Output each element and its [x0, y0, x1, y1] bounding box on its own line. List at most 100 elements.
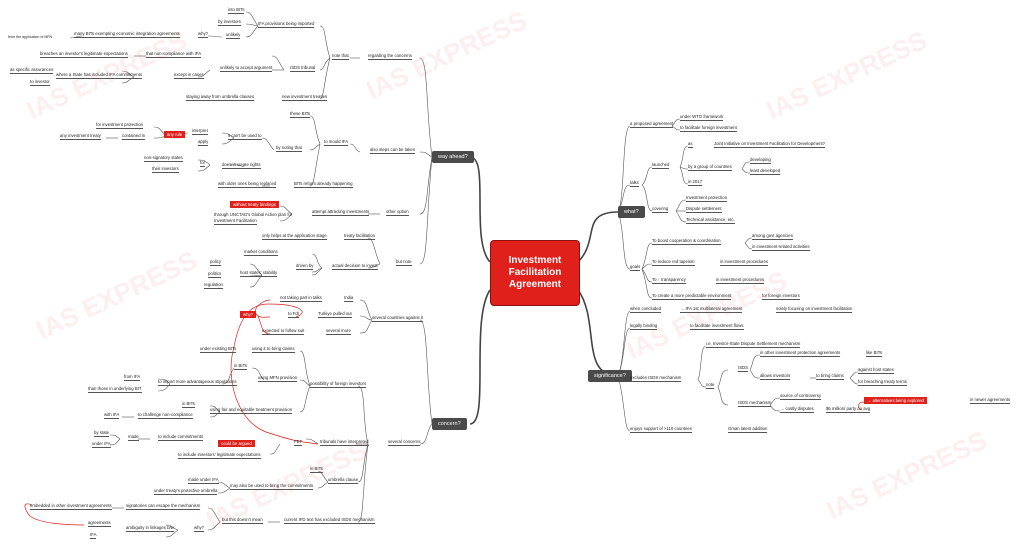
- node-highlight[interactable]: → alternatives being explored: [864, 397, 927, 404]
- node[interactable]: Dispute settlement: [686, 206, 722, 213]
- node[interactable]: market conditions: [244, 249, 278, 256]
- node[interactable]: like BITs: [866, 350, 882, 357]
- node[interactable]: → costly disputes: [780, 406, 814, 413]
- node[interactable]: regulation: [204, 282, 223, 289]
- node[interactable]: any investment treaty: [60, 133, 101, 140]
- node[interactable]: tribunals have interpreted: [320, 439, 369, 446]
- node[interactable]: but this doesn't mean: [222, 517, 263, 524]
- node[interactable]: treaty facilitation: [344, 233, 376, 240]
- node[interactable]: India: [344, 295, 354, 302]
- node[interactable]: into BITs: [228, 7, 245, 14]
- node-highlight[interactable]: without treaty bindings: [230, 201, 279, 208]
- node[interactable]: Oman latest addition: [728, 426, 768, 433]
- node[interactable]: with IFA: [104, 412, 120, 419]
- node[interactable]: against host states: [858, 367, 894, 374]
- node[interactable]: possibility of foreign investors: [310, 381, 367, 388]
- node-highlight[interactable]: any rule: [164, 131, 186, 138]
- node[interactable]: $6 million/ party on avg: [826, 406, 871, 413]
- node[interactable]: goals: [630, 264, 641, 271]
- node[interactable]: by state: [94, 430, 110, 437]
- node[interactable]: using fair and equitable treatment provi…: [210, 407, 293, 414]
- node[interactable]: least developed: [750, 168, 781, 175]
- node[interactable]: apply: [198, 139, 209, 146]
- node[interactable]: ISDS: [738, 365, 749, 372]
- node[interactable]: host states' stability: [240, 270, 278, 277]
- node[interactable]: to include investors' legitimate expecta…: [178, 452, 261, 459]
- node[interactable]: by noting that: [276, 145, 302, 152]
- node[interactable]: attempt attracting investments: [312, 209, 370, 216]
- node[interactable]: made: [128, 434, 139, 441]
- node[interactable]: to investor: [30, 79, 50, 86]
- node[interactable]: in newer agreements: [970, 397, 1011, 404]
- node[interactable]: IFA: [90, 532, 97, 539]
- node[interactable]: through UNCTAD's Global Action plan for: [214, 212, 293, 217]
- central-topic[interactable]: Investment Facilitation Agreement: [490, 240, 580, 306]
- branch-significance[interactable]: significance?: [588, 370, 632, 382]
- node[interactable]: not taking part in talks: [280, 295, 322, 302]
- branch-concerns[interactable]: concern?: [432, 418, 467, 430]
- node[interactable]: developing: [750, 157, 771, 164]
- node[interactable]: in 2017: [688, 179, 703, 186]
- node[interactable]: as: [688, 141, 693, 148]
- node[interactable]: regarding the concerns: [368, 53, 412, 60]
- node[interactable]: from IFA: [124, 374, 141, 381]
- node[interactable]: than those in underlying BIT: [88, 386, 142, 393]
- node[interactable]: to facilitate foreign investment: [680, 125, 737, 132]
- node[interactable]: for: [200, 160, 206, 167]
- node[interactable]: to bring claims: [816, 373, 844, 380]
- node[interactable]: in BITs: [234, 363, 247, 370]
- node[interactable]: for foreign investors: [762, 293, 800, 300]
- node[interactable]: among govt agencies: [752, 233, 793, 240]
- node[interactable]: may also be used to bring the commitment…: [230, 483, 314, 490]
- node[interactable]: to facilitate investment flows: [690, 323, 744, 330]
- node[interactable]: in BITs: [310, 466, 323, 473]
- node[interactable]: it can't be used to: [228, 133, 262, 140]
- node-highlight[interactable]: could be argued: [218, 440, 255, 447]
- node[interactable]: under treaty's protective umbrella: [154, 488, 218, 495]
- node[interactable]: for breaching treaty terms: [858, 379, 907, 386]
- node[interactable]: actual decision to invest: [332, 263, 378, 270]
- node[interactable]: Joint Initiative on Investment Facilitat…: [714, 141, 826, 148]
- branch-what[interactable]: what?: [618, 206, 645, 218]
- node[interactable]: ambiguity in linkages b/w: [126, 525, 174, 532]
- node[interactable]: embedded in other investment agreements: [30, 503, 112, 510]
- node[interactable]: their investors: [152, 166, 179, 173]
- node[interactable]: doesn't create rights: [222, 162, 261, 169]
- node[interactable]: To reduce red tapeism: [652, 259, 695, 266]
- node[interactable]: to FdI: [288, 311, 299, 318]
- node[interactable]: covering: [652, 206, 669, 213]
- node[interactable]: in investment procedures: [716, 277, 765, 284]
- node[interactable]: that non-compliance with IFA: [146, 51, 202, 58]
- node[interactable]: when concluded: [630, 306, 662, 313]
- node[interactable]: with older ones being replaced: [218, 181, 277, 188]
- node-highlight[interactable]: why?: [240, 311, 257, 318]
- node[interactable]: interpret: [192, 128, 208, 135]
- node[interactable]: driven by: [296, 263, 314, 270]
- node[interactable]: staying away from umbrella clauses: [186, 94, 255, 101]
- node[interactable]: several more: [326, 328, 351, 335]
- node[interactable]: → IFA 1st multilateral agreement: [680, 306, 743, 313]
- node[interactable]: breaches an investor's legitimate expect…: [40, 51, 128, 58]
- node[interactable]: i.e. Investor-State Dispute Settlement m…: [706, 341, 801, 348]
- node[interactable]: Technical assistance, etc.: [686, 217, 735, 224]
- node[interactable]: to challenge non-compliance: [138, 412, 193, 419]
- node[interactable]: to import more advantageous stipulations: [158, 379, 237, 386]
- node[interactable]: made under IFA: [188, 477, 219, 484]
- node[interactable]: except in cases: [174, 72, 204, 79]
- node[interactable]: as specific assurances: [10, 67, 54, 74]
- node[interactable]: but note: [396, 259, 412, 266]
- node[interactable]: Turkiye pulled out: [318, 311, 352, 318]
- node[interactable]: enjoys support of >110 countries: [630, 426, 692, 433]
- node[interactable]: talks: [630, 180, 639, 187]
- node[interactable]: where a State has included IFA commitmen…: [56, 72, 142, 79]
- node[interactable]: only helps at the application stage: [262, 233, 327, 240]
- node[interactable]: under IFA: [92, 441, 111, 448]
- node[interactable]: a proposed agreement: [630, 121, 674, 128]
- node[interactable]: why?: [198, 31, 209, 38]
- node[interactable]: allows investors: [760, 373, 791, 380]
- node[interactable]: using it to bring claims: [252, 346, 295, 353]
- node[interactable]: ISDS mechanism: [738, 400, 772, 407]
- node[interactable]: in investment-related activities: [752, 244, 810, 251]
- node[interactable]: legally binding: [630, 323, 658, 330]
- node[interactable]: ISDS tribunal: [290, 65, 316, 72]
